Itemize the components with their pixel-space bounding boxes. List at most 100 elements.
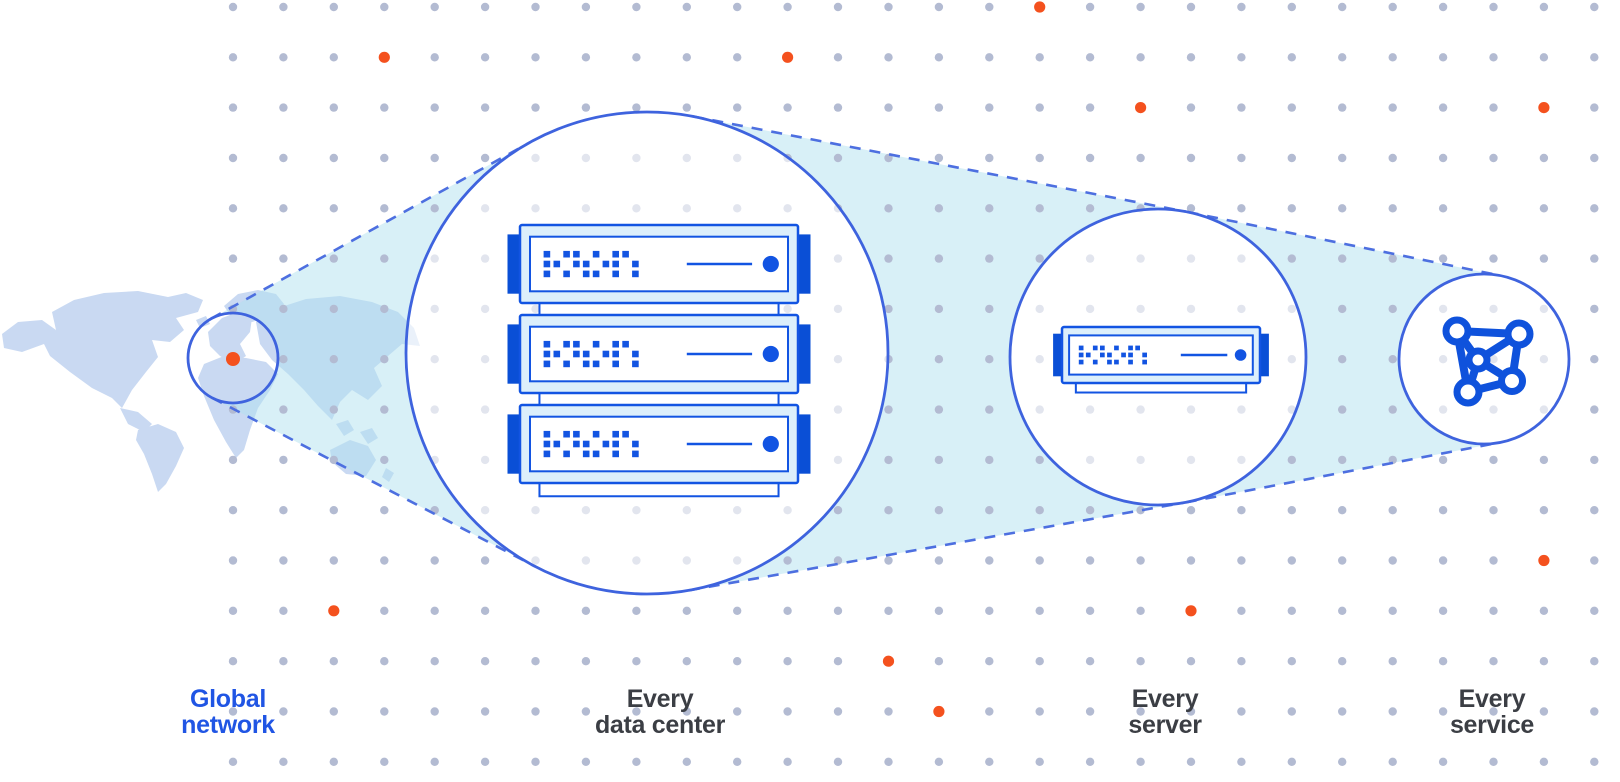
grid-dot <box>934 556 944 565</box>
grid-dot <box>1186 707 1196 716</box>
grid-dot <box>1338 304 1347 314</box>
vent-dot <box>1107 352 1112 358</box>
grid-dot <box>682 2 691 12</box>
grid-dot <box>934 2 944 12</box>
grid-dot <box>430 53 439 62</box>
grid-dot <box>1035 757 1044 766</box>
server-unit <box>507 403 811 498</box>
grid-dot <box>783 606 792 615</box>
grid-dot <box>833 757 843 766</box>
grid-dot <box>1085 556 1095 565</box>
grid-dot <box>329 556 338 565</box>
grid-dot <box>581 606 591 615</box>
location-marker-dot <box>226 352 240 366</box>
grid-dot <box>279 2 288 12</box>
grid-dot <box>1237 757 1246 766</box>
grid-dot <box>1287 103 1297 112</box>
grid-dot <box>1590 103 1599 112</box>
grid-dot <box>581 757 591 766</box>
grid-dot <box>934 757 944 766</box>
grid-dot <box>1590 355 1599 364</box>
grid-dot <box>985 153 994 163</box>
grid-dot <box>884 2 893 12</box>
grid-dot <box>783 2 792 12</box>
grid-dot <box>1085 606 1095 615</box>
grid-dot <box>733 606 742 615</box>
server-unit <box>507 223 811 318</box>
server-icon <box>1053 325 1269 394</box>
grid-dot <box>1287 153 1297 163</box>
grid-dot <box>1338 53 1347 62</box>
grid-dot <box>380 757 389 766</box>
grid-dot <box>934 53 944 62</box>
dashed-tangent-line <box>688 501 1185 592</box>
grid-dot <box>1388 707 1397 716</box>
grid-dot <box>1085 53 1095 62</box>
grid-dot <box>228 204 238 213</box>
grid-dot <box>1388 757 1397 766</box>
orange-dot <box>1538 102 1550 114</box>
grid-dot <box>934 506 944 515</box>
server-side-tab <box>1258 333 1269 377</box>
grid-dot <box>279 506 288 515</box>
grid-dot <box>430 556 439 565</box>
grid-dot <box>1136 707 1145 716</box>
grid-dot <box>1388 405 1397 414</box>
grid-dot <box>1489 153 1498 163</box>
grid-dot <box>1035 657 1044 666</box>
grid-dot <box>1438 2 1448 12</box>
vent-dot <box>582 260 590 268</box>
label-every-data-center: Every data center <box>595 686 725 738</box>
grid-dot <box>833 657 843 666</box>
grid-dot <box>1085 2 1095 12</box>
vent-dot <box>592 340 600 348</box>
grid-dot <box>279 304 288 314</box>
vent-dot <box>573 260 580 268</box>
grid-dot <box>1489 254 1498 263</box>
grid-dot <box>1489 2 1498 12</box>
grid-dot <box>934 455 944 465</box>
grid-dot <box>1085 506 1095 515</box>
vent-dot <box>543 430 551 438</box>
grid-dot <box>985 53 994 62</box>
grid-dot <box>783 707 792 716</box>
grid-dot <box>480 53 490 62</box>
server-led <box>762 435 779 453</box>
grid-dot <box>1136 2 1145 12</box>
grid-dot <box>1590 204 1599 213</box>
vent-dot <box>582 270 590 278</box>
grid-dot <box>682 657 691 666</box>
vent-dot <box>612 360 619 368</box>
vent-dot <box>573 440 580 448</box>
vent-dot <box>573 350 580 358</box>
grid-dot <box>1388 556 1397 565</box>
grid-dot <box>833 506 843 515</box>
vent-dot <box>553 440 561 448</box>
vent-dot <box>1078 345 1084 351</box>
grid-dot <box>1085 657 1095 666</box>
grid-dot <box>1489 506 1498 515</box>
vent-dot <box>563 430 570 438</box>
grid-dot <box>1186 153 1196 163</box>
map-focus-circle <box>186 311 280 405</box>
grid-dot <box>480 103 490 112</box>
grid-dot <box>329 455 338 465</box>
grid-dot <box>1438 455 1448 465</box>
grid-dot <box>380 304 389 314</box>
grid-dot <box>833 707 843 716</box>
grid-dot <box>1590 455 1599 465</box>
grid-dot <box>1590 2 1599 12</box>
grid-dot <box>1539 506 1549 515</box>
grid-dot <box>985 707 994 716</box>
grid-dot <box>884 455 893 465</box>
grid-dot <box>581 657 591 666</box>
vent-dot <box>1085 352 1091 358</box>
grid-dot <box>380 455 389 465</box>
grid-dot <box>1438 153 1448 163</box>
label-every-server: Every server <box>1128 686 1202 738</box>
vent-dot <box>582 350 590 358</box>
grid-dot <box>329 53 338 62</box>
grid-dot <box>279 355 288 364</box>
grid-dot <box>380 506 389 515</box>
vent-dot <box>632 450 639 458</box>
